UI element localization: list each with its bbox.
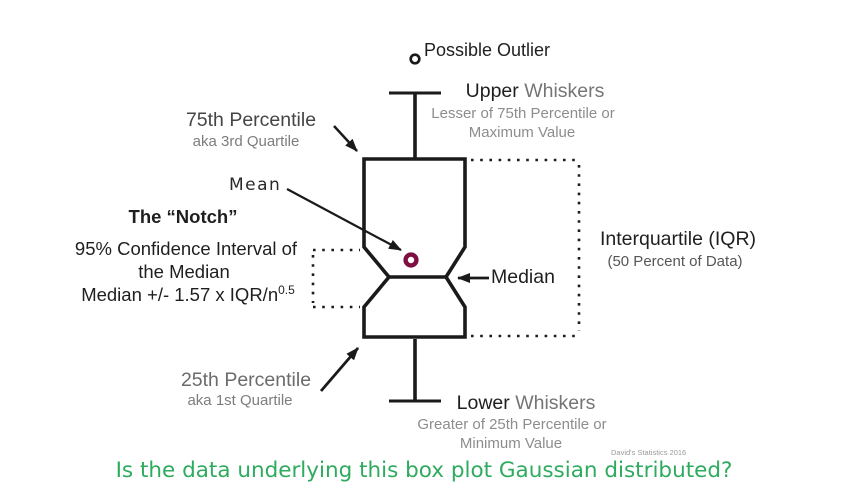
lower-whiskers-word-primary: Lower xyxy=(456,392,510,414)
arrow-mean xyxy=(286,188,402,251)
p25-sublabel: aka 1st Quartile xyxy=(187,392,293,409)
mean-dot-icon xyxy=(403,252,419,268)
notched-box xyxy=(362,157,467,339)
iqr-title: Interquartile (IQR) xyxy=(599,228,757,250)
upper-whiskers-subtext-1: Lesser of 75th Percentile or xyxy=(431,105,615,122)
lower-whiskers-subtext-1: Greater of 25th Percentile or xyxy=(417,416,607,433)
arrow-25th-percentile xyxy=(319,347,360,392)
possible-outlier-label: Possible Outlier xyxy=(424,40,551,60)
upper-whiskers-title: Upper Whiskers xyxy=(466,80,605,102)
notch-line1: 95% Confidence Interval of xyxy=(74,238,298,259)
median-label: Median xyxy=(491,266,555,288)
watermark-credit: David's Statistics 2016 xyxy=(611,448,687,457)
iqr-dotted-bracket xyxy=(471,158,581,338)
p75-label: 75th Percentile xyxy=(185,109,317,131)
upper-whiskers-word-primary: Upper xyxy=(465,80,519,102)
notch-line2: the Median xyxy=(138,261,230,282)
upper-whiskers-word-secondary: Whiskers xyxy=(524,80,605,102)
lower-whiskers-title: Lower Whiskers xyxy=(457,392,596,414)
p25-label: 25th Percentile xyxy=(180,369,312,391)
upper-whiskers-subtext-2: Maximum Value xyxy=(468,124,576,141)
p75-sublabel: aka 3rd Quartile xyxy=(192,133,300,150)
question-text: Is the data underlying this box plot Gau… xyxy=(115,458,733,483)
lower-whiskers-subtext-2: Minimum Value xyxy=(459,435,563,452)
lower-whiskers-word-secondary: Whiskers xyxy=(515,392,596,414)
iqr-sublabel: (50 Percent of Data) xyxy=(607,253,743,270)
mean-label: Mean xyxy=(229,175,282,195)
notch-formula-exponent: 0.5 xyxy=(278,283,295,297)
notch-title: The “Notch” xyxy=(128,206,238,227)
notch-formula-base: Median +/- 1.57 x IQR/n xyxy=(81,284,279,306)
arrow-75th-percentile xyxy=(333,125,358,152)
notch-dotted-bracket xyxy=(311,248,360,309)
notch-formula: Median +/- 1.57 x IQR/n0.5 xyxy=(81,283,295,306)
outlier-dot-icon xyxy=(409,53,421,65)
